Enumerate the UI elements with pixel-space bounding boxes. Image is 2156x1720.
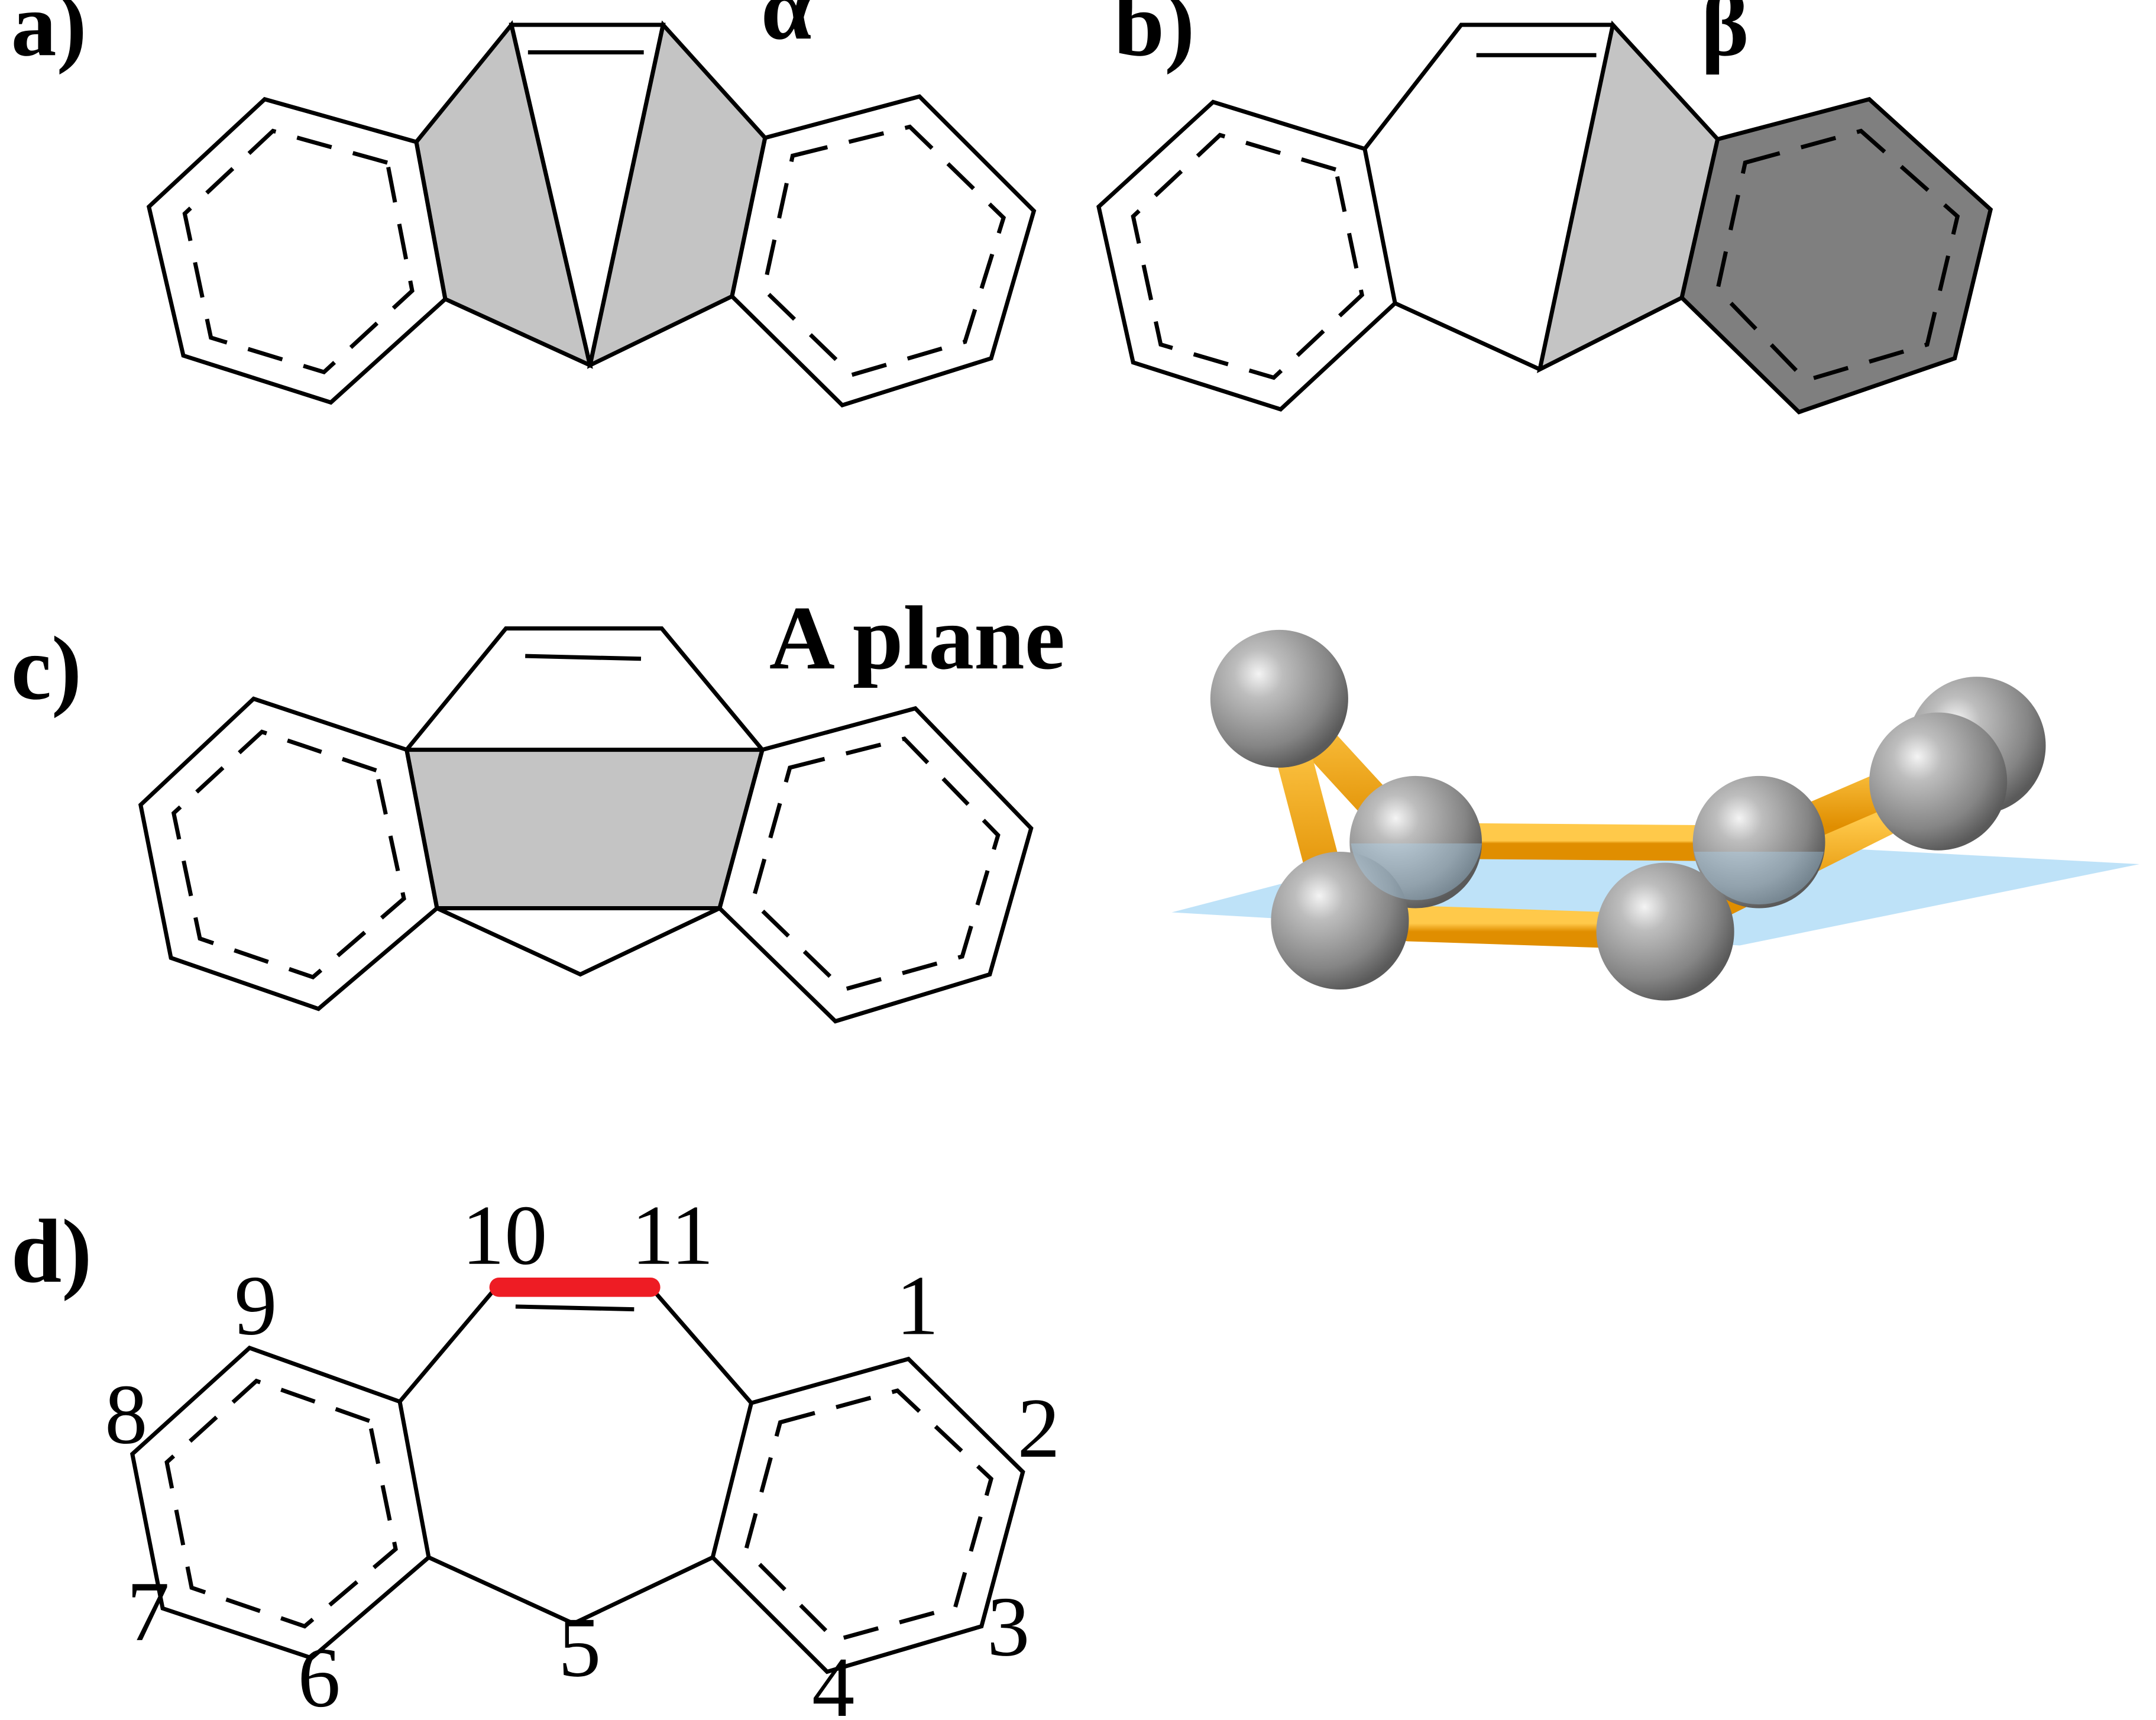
atom-number-10: 10 <box>462 1188 548 1283</box>
panel-b-aromatic-circle-right <box>1715 128 1960 383</box>
atom-number-9: 9 <box>234 1259 277 1353</box>
panel-b-seven-ring-outline <box>1363 22 1613 150</box>
panel-c-benzene-ring-right <box>717 706 1034 1024</box>
panel-d-double-bond-line <box>515 1304 635 1312</box>
panel-b: b) β <box>1096 0 1993 415</box>
panel-b-title: β <box>1701 0 1749 75</box>
panel-c-seven-ring-top <box>404 626 764 751</box>
panel-d-aromatic-circle-left <box>164 1378 398 1629</box>
panel-b-shaded-ring-right <box>1679 96 1993 415</box>
atom-number-4: 4 <box>812 1640 854 1720</box>
panel-d-label: d) <box>11 1201 92 1302</box>
panel-c-title: A plane <box>769 588 1065 688</box>
plane-overlap-right <box>1694 852 1824 905</box>
atom-number-8: 8 <box>105 1367 147 1462</box>
panel-d-seven-ring-top <box>398 1285 753 1405</box>
panel-a-aromatic-circle-left <box>182 128 415 375</box>
atom-number-7: 7 <box>127 1564 169 1659</box>
panel-b-aromatic-circle-left <box>1131 132 1365 380</box>
panel-a-aromatic-circle-right <box>761 124 1006 377</box>
panel-a-label: a) <box>11 0 87 75</box>
panel-b-label: b) <box>1114 0 1195 75</box>
atom-number-2: 2 <box>1017 1381 1060 1476</box>
panel-c-aromatic-circle-right <box>750 736 1001 992</box>
panel-c: c) A plane <box>11 588 1065 1024</box>
atom-number-11: 11 <box>632 1188 714 1283</box>
panel-a-benzene-ring-right <box>730 94 1037 408</box>
panel-a-title: α <box>761 0 812 59</box>
atom-number-1: 1 <box>896 1259 938 1353</box>
panel-a-shaded-face-left <box>414 20 593 369</box>
panel-b-benzene-ring-left <box>1096 99 1397 412</box>
panel-b-seven-ring-bottom <box>1394 301 1541 371</box>
panel-a-benzene-ring-left <box>146 96 448 405</box>
panel-d-benzene-ring-left <box>130 1345 431 1661</box>
panel-c-seven-ring-bottom <box>436 906 721 977</box>
panel-d: d) 1 2 3 4 5 6 7 8 9 10 11 <box>11 1188 1060 1720</box>
panel-c-3d-model <box>1171 629 2140 1001</box>
gray-sphere-icon <box>1869 712 2008 851</box>
atom-number-3: 3 <box>987 1580 1030 1674</box>
atom-number-5: 5 <box>558 1600 601 1695</box>
panel-c-aromatic-circle-left <box>171 729 406 980</box>
gray-sphere-icon <box>1210 629 1348 768</box>
gray-sphere-icon <box>1596 862 1734 1001</box>
panel-c-mean-plane-face <box>404 748 765 911</box>
panel-d-aromatic-circle-right <box>743 1388 994 1643</box>
panel-d-seven-ring-bottom <box>428 1555 714 1626</box>
panel-a: a) α <box>11 0 1037 408</box>
gray-sphere-icon <box>1271 852 1409 990</box>
panel-a-central-triangle <box>509 22 666 366</box>
panel-b-shaded-face <box>1537 20 1720 373</box>
panel-c-double-bond-line <box>525 654 642 661</box>
panel-a-shaded-face-right <box>587 20 768 369</box>
panel-d-benzene-ring-right <box>710 1356 1025 1674</box>
plane-overlap-left <box>1351 843 1482 900</box>
atom-number-6: 6 <box>298 1631 341 1720</box>
panel-c-benzene-ring-left <box>138 696 439 1011</box>
panel-c-label: c) <box>11 618 82 719</box>
gray-sphere-icon <box>1692 775 1825 909</box>
